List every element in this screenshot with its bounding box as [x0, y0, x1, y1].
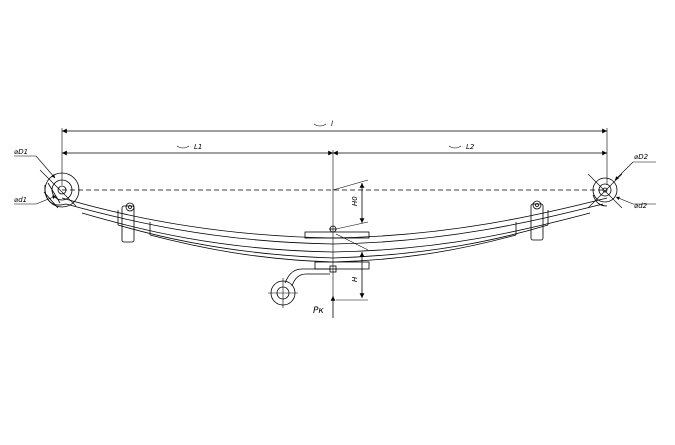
label-pk: Pк [313, 306, 324, 316]
label-l: l [331, 120, 333, 128]
label-h: H [351, 276, 359, 282]
label-d2-inner: ⌀d2 [634, 202, 648, 210]
right-clip [530, 200, 544, 241]
left-eye [39, 169, 80, 209]
center-bolt-assembly [304, 225, 370, 273]
label-l1: L1 [194, 143, 202, 151]
left-eye-dimensions: ⌀D1 ⌀d1 [14, 148, 57, 205]
label-d1-outer: ⌀D1 [14, 148, 28, 156]
dimension-l: l [61, 120, 608, 185]
force-pk: Pк [313, 296, 336, 318]
label-d1-inner: ⌀d1 [14, 196, 27, 204]
label-h0: H0 [351, 196, 359, 206]
right-eye-dimensions: ⌀D2 ⌀d2 [614, 153, 656, 210]
label-d2-outer: ⌀D2 [634, 153, 649, 161]
label-l2: L2 [466, 143, 475, 151]
lower-bracket [268, 268, 330, 308]
dimension-h0: H0 [332, 179, 369, 230]
spring-leaves [61, 197, 608, 263]
dimension-h: H [335, 233, 369, 301]
right-eye [587, 173, 623, 209]
dimension-l1-l2: L1 L2 [62, 143, 607, 156]
left-clip [121, 202, 135, 243]
